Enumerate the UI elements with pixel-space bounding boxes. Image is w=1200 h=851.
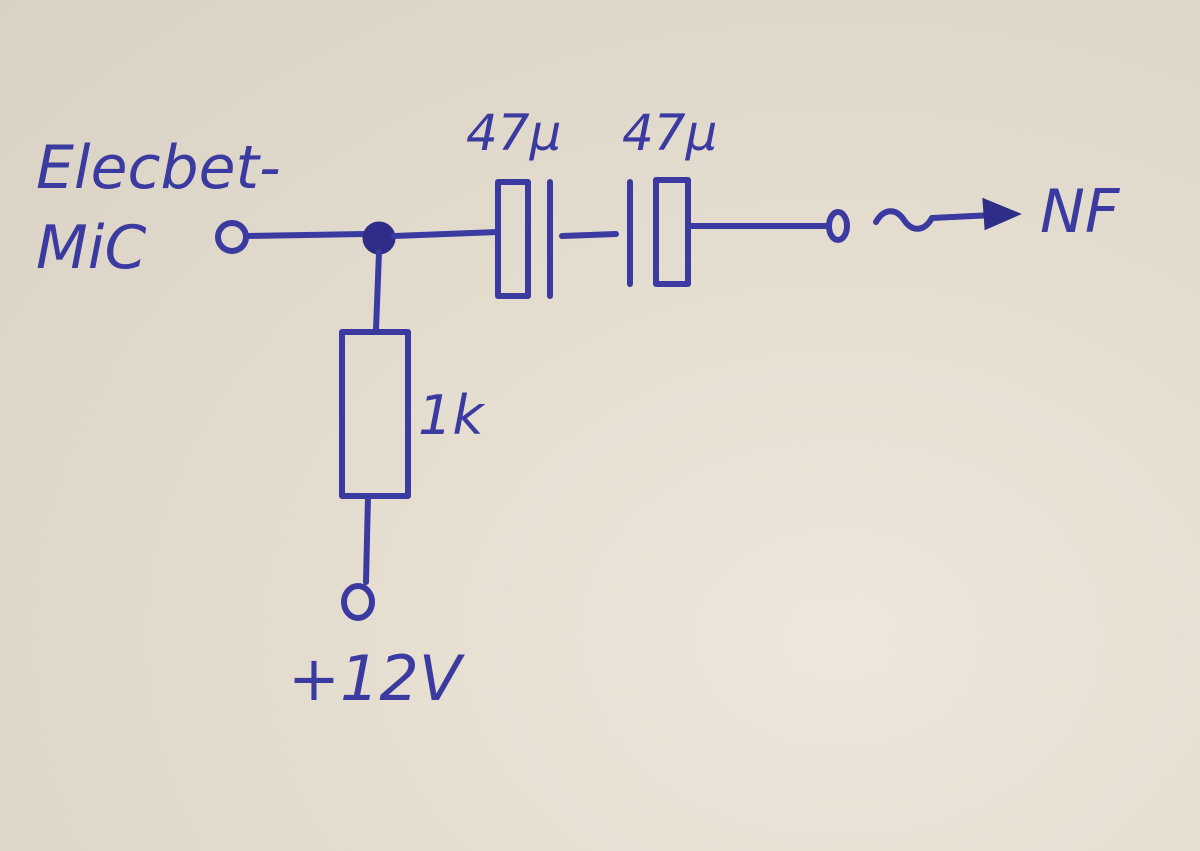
- junction-node: [362, 221, 396, 255]
- capacitor-1-value: 47μ: [466, 104, 561, 162]
- supply-terminal: [341, 583, 375, 621]
- mic-label-line1: Elecbet-: [36, 133, 281, 203]
- resistor-value: 1k: [418, 384, 486, 447]
- capacitor-2-box-plate: [653, 177, 691, 287]
- wire-mic-to-node: [243, 231, 368, 239]
- output-label: NF: [1040, 177, 1121, 247]
- wire-cap1-to-cap2: [559, 231, 619, 239]
- output-terminal: [826, 209, 850, 243]
- wire-node-to-resistor: [373, 249, 382, 333]
- ac-tilde: [873, 208, 935, 232]
- wire-node-to-cap1: [391, 229, 501, 239]
- capacitor-1-box-plate: [495, 179, 531, 299]
- output-arrow-head: [982, 197, 1022, 231]
- resistor-1k: [339, 329, 411, 499]
- mic-terminal: [215, 220, 249, 254]
- supply-label: +12V: [288, 642, 466, 715]
- wire-resistor-to-supply: [363, 493, 371, 585]
- capacitor-2-value: 47μ: [622, 104, 717, 162]
- mic-label-line2: MiC: [36, 213, 146, 283]
